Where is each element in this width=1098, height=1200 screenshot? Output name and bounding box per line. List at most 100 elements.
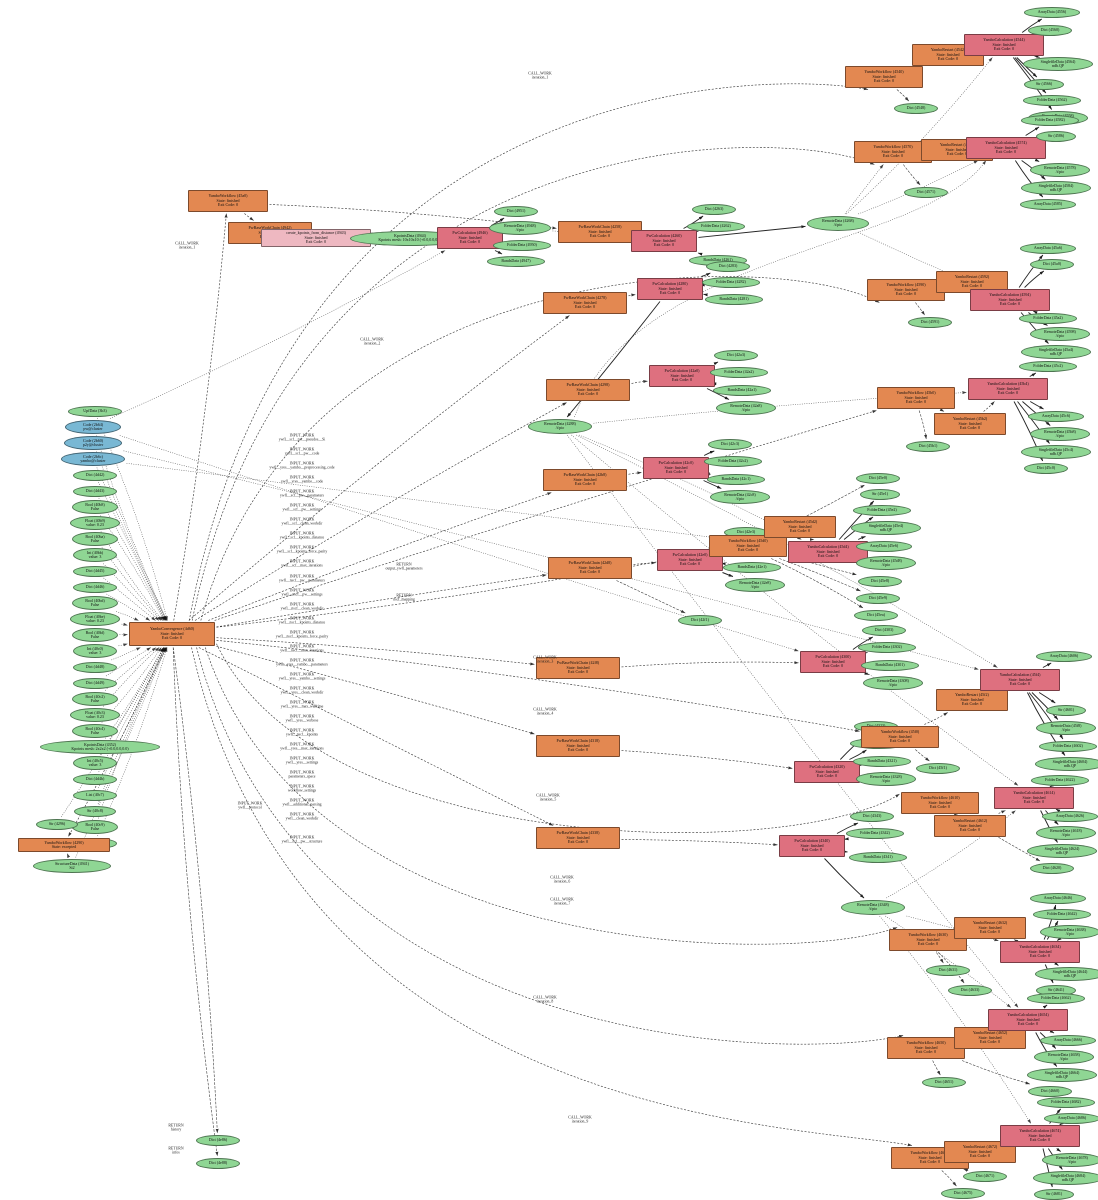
node-yamborestart-4612: YamboRestart (4612) State: finished Exit… bbox=[934, 815, 1006, 837]
node-dict-4283: Dict (4283) bbox=[706, 260, 750, 272]
node-folderdata-45c2: FolderData (45c2) bbox=[1019, 360, 1077, 372]
edge-C0-Y10w bbox=[196, 647, 904, 1045]
node-folderdata-4602: FolderData (4602) bbox=[1039, 740, 1097, 752]
node-folderdata-4642: FolderData (4642) bbox=[1033, 908, 1091, 920]
node-yamboworkflow-4630: YamboWorkflow (4630) State: finished Exi… bbox=[889, 929, 967, 951]
node-yamborestart-45f2: YamboRestart (45f2) State: finished Exit… bbox=[936, 689, 1008, 711]
edge-Y11c-y11b bbox=[1059, 1121, 1064, 1126]
edge-C0-Y5w bbox=[214, 410, 877, 621]
node-yambocalculation-45d4: YamboCalculation (45d4) State: finished … bbox=[788, 541, 868, 563]
edge-Y9c-y9d bbox=[1054, 961, 1059, 966]
node-dict-4651: Dict (4651) bbox=[922, 1076, 966, 1088]
node-pwbaseworkchain-4298: PwBaseWorkChain (4298) State: finished E… bbox=[546, 379, 630, 401]
node-arraydata-45e6: ArrayData (45e6) bbox=[856, 540, 912, 552]
edge-label: INPUT_WORK ywfl__nscf__clean_workdir bbox=[280, 602, 324, 611]
node-int-40bb: Int (40bb) value: 3 bbox=[73, 548, 117, 562]
node-upfdata-3b3: UpfData (3b3) bbox=[68, 405, 122, 417]
edge-Y10c-y10b bbox=[1049, 1029, 1055, 1034]
node-pwcalculation-42e0: PwCalculation (42e0) State: finished Exi… bbox=[657, 549, 723, 571]
node-dict-4343: Dict (4343) bbox=[850, 810, 894, 822]
node-arraydata-4626: ArrayData (4626) bbox=[1042, 810, 1098, 822]
node-yambocalculation-4654: YamboCalculation (4654) State: finished … bbox=[988, 1009, 1068, 1031]
edge-Y5c-y5a bbox=[1029, 372, 1037, 377]
node-arraydata-4646: ArrayData (4646) bbox=[1030, 892, 1086, 904]
edge-label: INPUT_WORK ywfl__yres__max_walltime bbox=[280, 700, 324, 709]
node-yamboworkflow-4570: YamboWorkflow (4570) State: finished Exi… bbox=[854, 141, 932, 163]
edge-label: INPUT_WORK ywfl__yres__yambo__parameters bbox=[276, 658, 328, 667]
edge-Y3c-y3e bbox=[1032, 310, 1038, 315]
edge-P4c-p4a bbox=[703, 450, 715, 456]
node-create-kpoints-from-distance-4943: create_kpoints_from_distance (4943) Stat… bbox=[261, 229, 371, 247]
edge-P7c-p7b bbox=[849, 749, 867, 760]
node-dict-45ea: Dict (45ea) bbox=[854, 609, 898, 621]
node-bool-40c9: Bool (40c9) False bbox=[72, 820, 118, 834]
edge-P5w-p5e bbox=[616, 580, 686, 614]
edge-l21-C0 bbox=[105, 647, 164, 739]
edge-Y1w-y1g bbox=[896, 89, 909, 102]
edge-label: INPUT_WORK ywfl__scf__kpoints_force_pari… bbox=[276, 545, 328, 554]
node-dict-42c3: Dict (42c3) bbox=[708, 438, 752, 450]
edge-Y9r-Y9c bbox=[1013, 939, 1019, 943]
edge-P4w-P4c bbox=[628, 471, 642, 475]
edge-P2c-p2a bbox=[701, 272, 711, 277]
edge-P6w-P6c bbox=[621, 661, 799, 668]
node-dict-4263: Dict (4263) bbox=[692, 203, 736, 215]
node-code-2b64: Code (2b64) pw@cluster bbox=[65, 420, 121, 434]
edge-C0-l32 bbox=[172, 647, 219, 1157]
node-dict-4631: Dict (4631) bbox=[926, 964, 970, 976]
edge-l2-C0 bbox=[96, 451, 167, 621]
node-yamborestart-4672: YamboRestart (4672) State: finished Exit… bbox=[944, 1141, 1016, 1163]
node-remotedata-4948: RemoteData (4948) /t/pio bbox=[489, 221, 551, 235]
edge-Y1c-y1e bbox=[1014, 57, 1047, 94]
edge-C0-Y6w bbox=[216, 551, 708, 628]
edge-Y10c-y10d bbox=[1035, 1032, 1058, 1067]
edge-Y5w-y5g bbox=[918, 410, 928, 440]
edge-l18-C0 bbox=[104, 647, 157, 691]
edge-P5w-P5c bbox=[633, 561, 656, 565]
edge-label: INPUT_WORK ywfl__protocol bbox=[237, 801, 263, 810]
edge-C0-T1 bbox=[173, 213, 228, 621]
node-pwcalculation-4280: PwCalculation (4280) State: finished Exi… bbox=[637, 278, 703, 300]
edge-label: INPUT_WORK ywfl__scf__max_iterations bbox=[281, 559, 323, 568]
edge-label: CALL_WORK iteration_7 bbox=[550, 897, 574, 906]
node-yambocalculation-4674: YamboCalculation (4674) State: finished … bbox=[1000, 1125, 1080, 1147]
node-remotedata-4638: RemoteData (4638) /t/pio bbox=[1040, 925, 1098, 939]
node-pwbaseworkchain-42b8: PwBaseWorkChain (42b8) State: finished E… bbox=[543, 469, 627, 491]
node-kpointsdata-4352: KpointsData (4352) Kpoints mesh: 2x2x2 (… bbox=[40, 740, 160, 754]
edge-Y11w-y11g2 bbox=[941, 1170, 957, 1187]
edge-label: INPUT_WORK ywfl__scf__clean_workdir bbox=[281, 517, 323, 526]
edge-label: INPUT_WORK ywfl__scf__kpoints_distance bbox=[279, 531, 325, 540]
edge-Y2c-y2a bbox=[1025, 126, 1040, 136]
edge-Y10c-y10a bbox=[1042, 1004, 1048, 1009]
node-remotedata-42a8: RemoteData (42a8) /t/pio bbox=[716, 401, 776, 415]
edge-l30-w0x bbox=[66, 853, 71, 858]
node-remotedata-4678: RemoteData (4678) /t/pio bbox=[1042, 1153, 1098, 1167]
node-yambocalculation-4634: YamboCalculation (4634) State: finished … bbox=[1000, 941, 1080, 963]
edge-label: INPUT_WORK ywfl__nscf__kpoints bbox=[285, 728, 319, 737]
edge-Y11c-y11cc bbox=[1056, 1147, 1061, 1152]
node-singlefiledata-4664: SinglefileData (4664) ndb.QP bbox=[1027, 1068, 1097, 1082]
edge-Y7c-y7a bbox=[1042, 662, 1052, 668]
node-dict-4d45: Dict (4d45) bbox=[73, 565, 117, 577]
edge-l17-C0 bbox=[105, 647, 152, 677]
node-yamborestart-45b2: YamboRestart (45b2) State: finished Exit… bbox=[934, 413, 1006, 435]
node-dict-4e86: Dict (4e86) bbox=[196, 1134, 240, 1146]
node-bandsdata-4301: BandsData (4301) bbox=[861, 659, 919, 671]
edge-label: INPUT_WORK ywfl__nscf__pw__parameters bbox=[279, 574, 325, 583]
edge-label: CALL_WORK iteration_6 bbox=[550, 875, 574, 884]
node-dict-4671: Dict (4671) bbox=[963, 1170, 1007, 1182]
node-str-4296: Str (4296) bbox=[36, 818, 78, 830]
edge-l15-C0 bbox=[118, 643, 128, 647]
edge-Y9w-y9g bbox=[936, 952, 944, 964]
node-pwbaseworkchain-4258: PwBaseWorkChain (4258) State: finished E… bbox=[558, 221, 642, 243]
edge-P1c-H2 bbox=[698, 225, 806, 238]
node-bool-40c2: Bool (40c2) False bbox=[72, 692, 118, 706]
node-folderdata-42c2: FolderData (42c2) bbox=[704, 455, 762, 467]
node-remotedata-4618: RemoteData (4618) /t/pio bbox=[1036, 826, 1096, 840]
node-remotedata-45d8: RemoteData (45d8) /t/pio bbox=[856, 556, 916, 570]
edge-C0-Y1w bbox=[188, 83, 869, 621]
node-yambocalculation-4614: YamboCalculation (4614) State: finished … bbox=[994, 787, 1074, 809]
node-str-4566: Str (4566) bbox=[1024, 78, 1064, 90]
edge-l1-T5 bbox=[109, 250, 446, 419]
